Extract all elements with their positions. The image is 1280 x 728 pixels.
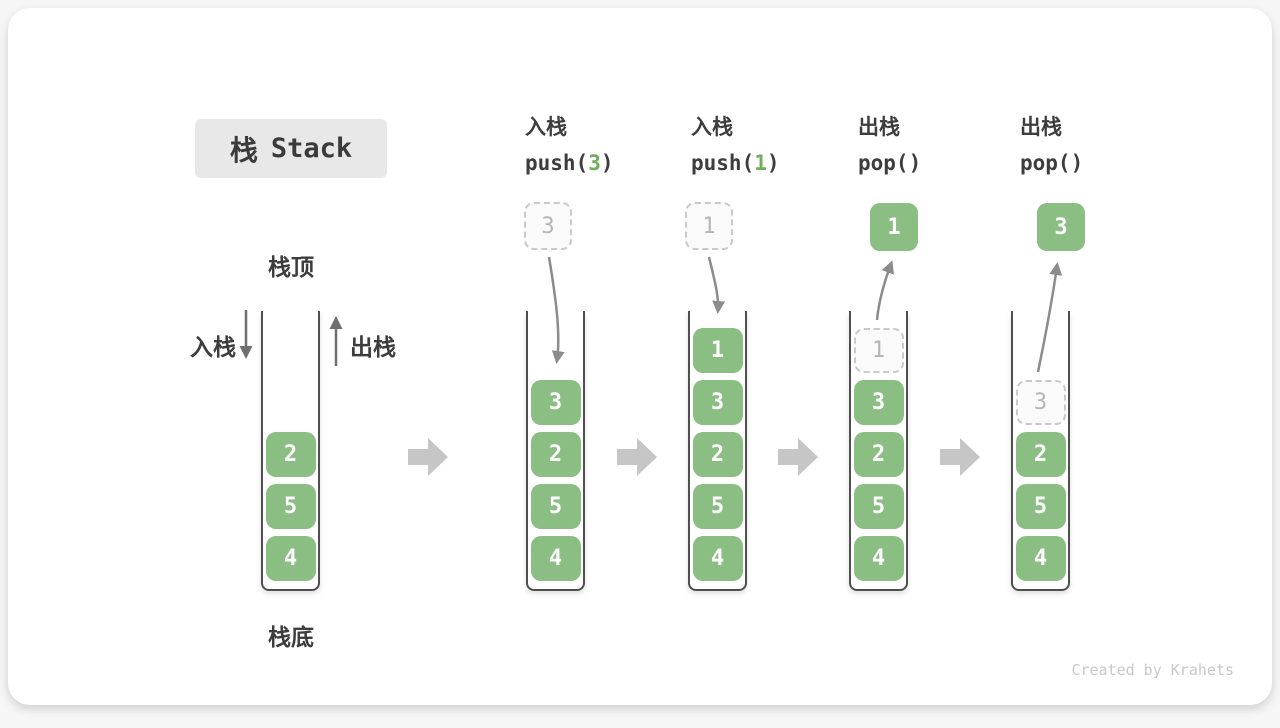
- watermark: Created by Krahets: [1071, 661, 1234, 679]
- stack-block: 2: [530, 432, 581, 477]
- code-text: pop(: [858, 151, 909, 175]
- stack-block: 5: [1015, 484, 1066, 529]
- op-code: pop(): [858, 150, 921, 176]
- pop-label: 出栈: [350, 335, 396, 361]
- stack-container-after-push3: 3 2 5 4: [526, 311, 585, 591]
- stack-block: 1: [692, 328, 743, 373]
- step-arrow-icon: [940, 438, 980, 476]
- stack-block-ghost: 3: [1015, 380, 1066, 425]
- arrows-overlay: [239, 256, 1063, 476]
- op-code: push(3): [525, 150, 614, 176]
- stack-block: 2: [692, 432, 743, 477]
- pushing-block-1: 1: [685, 202, 733, 250]
- push-label: 入栈: [190, 335, 236, 361]
- stack-block: 2: [853, 432, 904, 477]
- stack-block: 3: [530, 380, 581, 425]
- title-zh: 栈: [229, 133, 258, 167]
- stack-block-ghost: 1: [853, 328, 904, 373]
- stack-block: 3: [692, 380, 743, 425]
- stack-bottom-label: 栈底: [268, 625, 314, 651]
- stack-block: 4: [1015, 536, 1066, 581]
- code-arg: 3: [588, 151, 601, 175]
- stack-top-label: 栈顶: [268, 255, 314, 281]
- stack-block: 2: [1015, 432, 1066, 477]
- op-label-push-3: 入栈 push(3): [525, 114, 614, 176]
- op-name: 出栈: [1020, 115, 1062, 139]
- code-text: ): [766, 151, 780, 175]
- stack-container-after-push1: 1 3 2 5 4: [688, 311, 747, 591]
- popped-block-1: 1: [870, 203, 918, 251]
- step-arrow-icon: [617, 438, 657, 476]
- stack-block: 4: [692, 536, 743, 581]
- stack-block: 5: [692, 484, 743, 529]
- op-label-pop-1: 出栈 pop(): [858, 114, 921, 176]
- code-text: ): [600, 151, 614, 175]
- op-code: push(1): [691, 150, 780, 176]
- stack-block: 4: [530, 536, 581, 581]
- op-name: 出栈: [858, 115, 900, 139]
- push-arrow-into-stack3: [707, 256, 726, 314]
- popped-block-3: 3: [1037, 203, 1085, 251]
- diagram-card: 栈 Stack 入栈 push(3) 入栈 push(1) 出栈 pop() 出…: [8, 8, 1272, 705]
- op-name: 入栈: [525, 115, 567, 139]
- op-label-pop-2: 出栈 pop(): [1020, 114, 1083, 176]
- stack-container-after-pop2: 3 2 5 4: [1011, 311, 1070, 591]
- code-text: push(: [525, 151, 589, 175]
- op-code: pop(): [1020, 150, 1083, 176]
- stack-block: 5: [853, 484, 904, 529]
- pushing-block-3: 3: [524, 202, 572, 250]
- code-text: push(: [691, 151, 755, 175]
- stack-block: 4: [265, 536, 316, 581]
- stack-block: 3: [853, 380, 904, 425]
- stack-block: 5: [530, 484, 581, 529]
- stack-block: 4: [853, 536, 904, 581]
- stack-block: 2: [265, 432, 316, 477]
- code-text: ): [908, 151, 922, 175]
- diagram-title: 栈 Stack: [195, 119, 387, 178]
- code-text: pop(: [1020, 151, 1071, 175]
- stack-container-after-pop1: 1 3 2 5 4: [849, 311, 908, 591]
- step-arrow-icon: [408, 438, 448, 476]
- code-text: ): [1070, 151, 1084, 175]
- title-en: Stack: [270, 133, 353, 164]
- stack-container-initial: 2 5 4: [261, 311, 320, 591]
- op-label-push-1: 入栈 push(1): [691, 114, 780, 176]
- stack-block: 5: [265, 484, 316, 529]
- code-arg: 1: [754, 151, 767, 175]
- step-arrow-icon: [778, 438, 818, 476]
- op-name: 入栈: [691, 115, 733, 139]
